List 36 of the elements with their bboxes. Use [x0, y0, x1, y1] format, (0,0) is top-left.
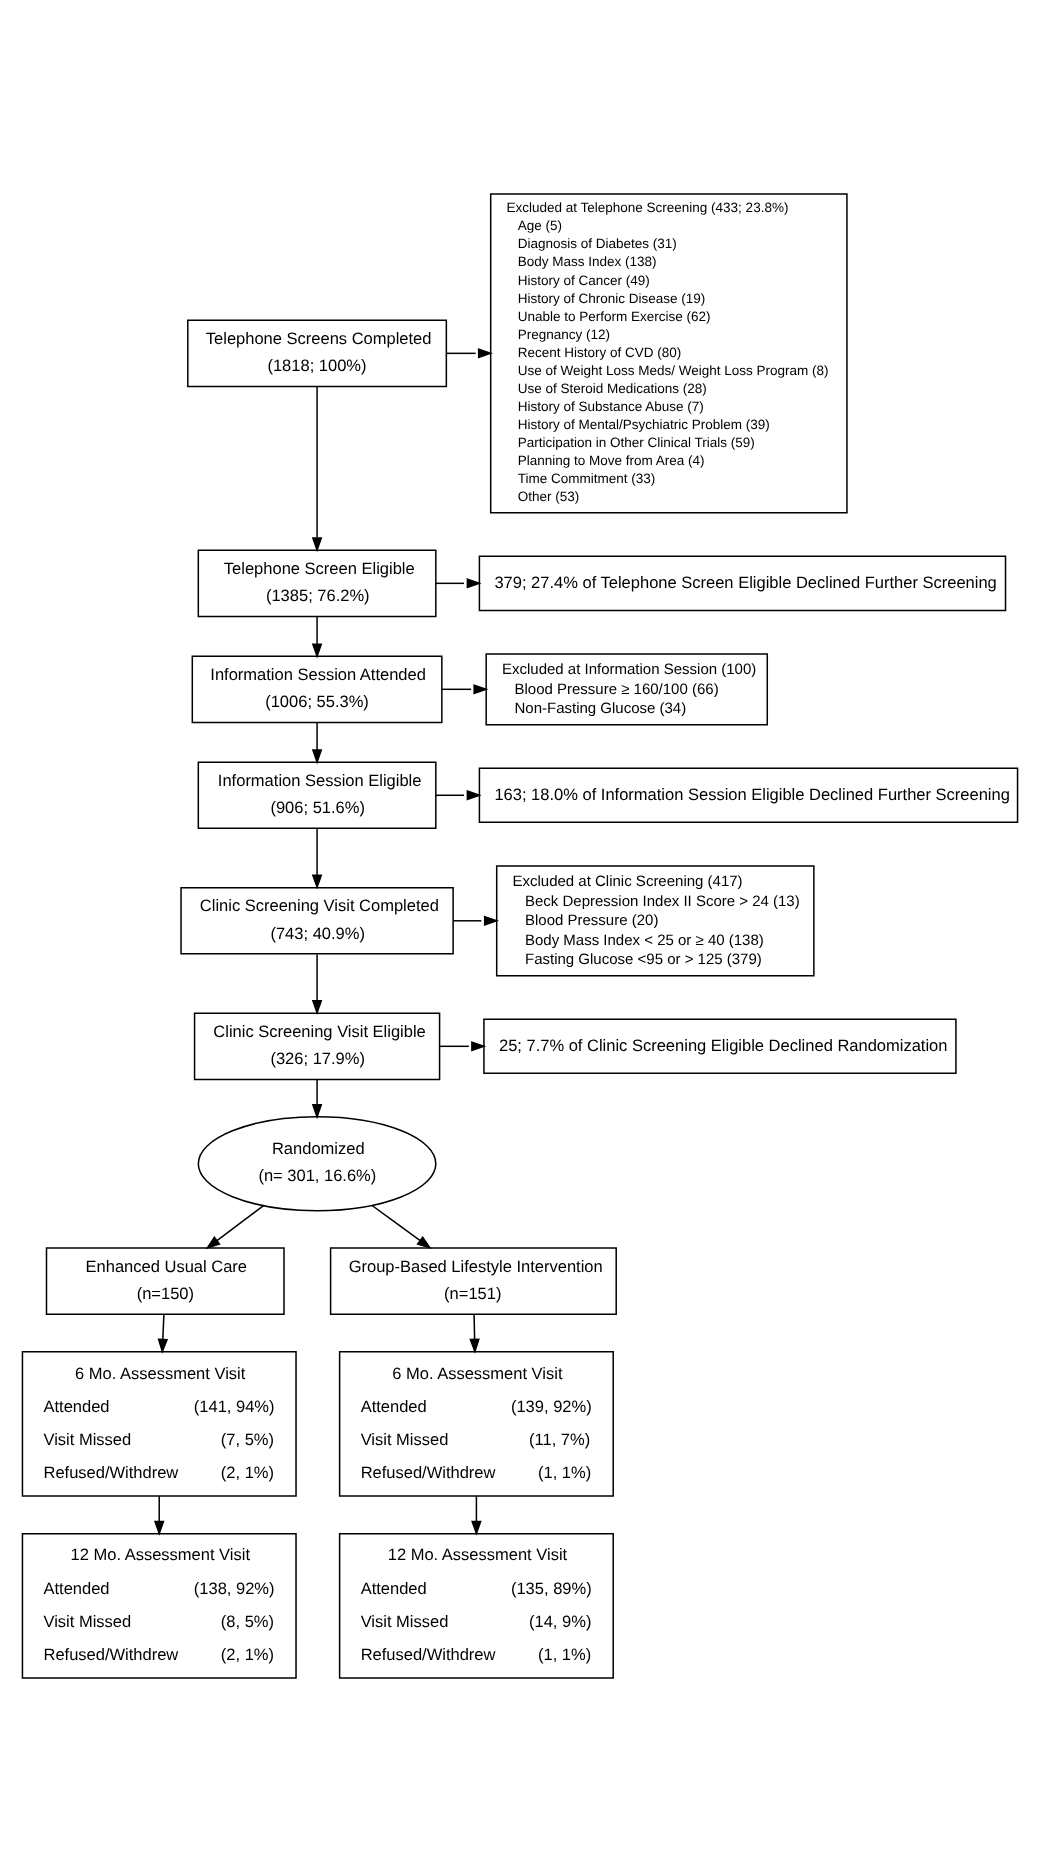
node-box: Information Session Eligible (906; 51.6%): [197, 760, 437, 829]
node-box: Clinic Screening Visit Completed (743; 40.9%): [180, 886, 454, 954]
node-box: Information Session Attended (1006; 55.3%): [191, 654, 443, 723]
arrow: [311, 721, 323, 764]
arrow: [311, 952, 323, 1015]
arrow: [435, 577, 482, 588]
arrow: [311, 827, 323, 889]
node-box: 25; 7.7% of Clinic Screening Eligible Declined Randomization: [483, 1017, 957, 1074]
arrow: [371, 1203, 432, 1249]
arrow: [153, 1494, 165, 1535]
node-box: Excluded at Information Session (100) Blood Pressure ≥ 160/100 (66) Non-Fasting Glucose (34): [485, 652, 768, 725]
node-box: Telephone Screens Completed (1818; 100%): [187, 318, 448, 387]
arrow: [471, 1494, 482, 1535]
arrow: [445, 347, 493, 358]
arrow: [311, 615, 323, 658]
arrow: [205, 1203, 265, 1249]
arrow: [435, 789, 482, 800]
node-box: 12 Mo. Assessment Visit Attended (138, 92%) Visit Missed (8, 5%) Refused/Withdrew (2, 1%): [21, 1531, 297, 1678]
arrow: [157, 1312, 169, 1353]
arrow: [311, 1077, 323, 1119]
node-box: Telephone Screen Eligible (1385; 76.2%): [197, 548, 437, 617]
node-box: Enhanced Usual Care (n=150): [45, 1246, 285, 1314]
node-box: 379; 27.4% of Telephone Screen Eligible Declined Further Screening: [478, 554, 1007, 611]
node-box: Excluded at Clinic Screening (417) Beck Depression Index II Score > 24 (13) Blood Pressure (20) Body Mass Index < 25 or ≥ 40 (138) Fasting Glucose <95 or > 125 (379): [495, 864, 815, 976]
node-box: 6 Mo. Assessment Visit Attended (141, 94%) Visit Missed (7, 5%) Refused/Withdrew (2, 1%): [21, 1350, 297, 1496]
node-box: Clinic Screening Visit Eligible (326; 17.9%): [193, 1011, 441, 1080]
node-box: 6 Mo. Assessment Visit Attended (139, 92%) Visit Missed (11, 7%) Refused/Withdrew (1, 1%): [338, 1350, 614, 1496]
arrow: [438, 1040, 487, 1051]
arrow: [441, 683, 489, 694]
arrow: [452, 914, 499, 926]
node-box: 12 Mo. Assessment Visit Attended (135, 89%) Visit Missed (14, 9%) Refused/Withdrew (1, 1%): [338, 1531, 614, 1678]
node-ellipse: Randomized (n= 301, 16.6%): [197, 1115, 437, 1211]
arrow: [311, 385, 323, 552]
node-box: Group-Based Lifestyle Intervention (n=151): [329, 1246, 617, 1314]
arrow: [469, 1312, 480, 1353]
node-box: 163; 18.0% of Information Session Eligible Declined Further Screening: [478, 766, 1019, 823]
